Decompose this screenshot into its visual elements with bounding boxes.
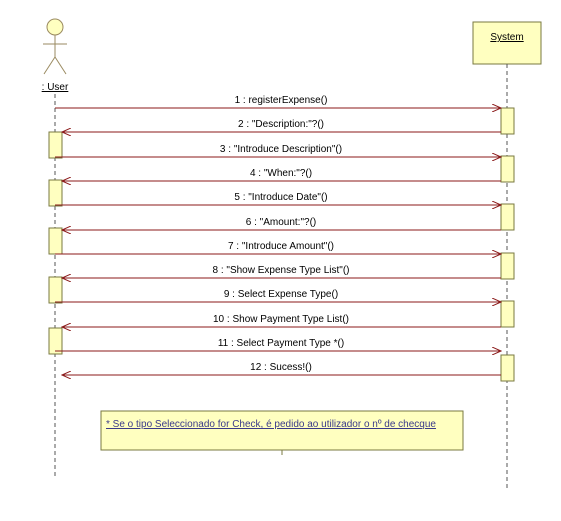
system-activations: [500, 107, 515, 382]
message-12-label: 12 : Sucess!(): [250, 362, 312, 373]
system-activation: [500, 107, 515, 135]
actor-head-icon: [46, 18, 64, 36]
system-activation: [500, 252, 515, 280]
note-text: * Se o tipo Seleccionado for Check, é pe…: [106, 419, 436, 430]
user-activation: [48, 179, 63, 207]
message-10-label: 10 : Show Payment Type List(): [213, 314, 349, 325]
message-2-label: 2 : "Description:"?(): [238, 119, 324, 130]
system-participant-label: System: [490, 32, 523, 43]
message-5-label: 5 : "Introduce Date"(): [234, 192, 327, 203]
actor-right-leg: [54, 56, 67, 75]
note-box: [100, 410, 464, 451]
note: * Se o tipo Seleccionado for Check, é pe…: [100, 410, 464, 455]
message-3-label: 3 : "Introduce Description"(): [220, 144, 342, 155]
message-11-label: 11 : Select Payment Type *(): [218, 338, 344, 349]
message-4-label: 4 : "When:"?(): [250, 168, 312, 179]
message-7-label: 7 : "Introduce Amount"(): [228, 241, 334, 252]
message-9-label: 9 : Select Expense Type(): [224, 289, 338, 300]
user-activation: [48, 227, 63, 255]
system-activation: [500, 155, 515, 183]
messages: 1 : registerExpense() 2 : "Description:"?…: [55, 95, 501, 375]
user-activation: [48, 276, 63, 304]
message-6-label: 6 : "Amount:"?(): [246, 217, 316, 228]
user-activation: [48, 131, 63, 159]
user-activation: [48, 327, 63, 355]
system-participant: System: [472, 21, 542, 65]
system-activation: [500, 203, 515, 231]
actor-left-leg: [43, 56, 56, 75]
user-actor: : User: [42, 18, 69, 93]
message-1-label: 1 : registerExpense(): [235, 95, 328, 106]
message-8-label: 8 : "Show Expense Type List"(): [213, 265, 350, 276]
user-participant-label: : User: [42, 82, 69, 93]
system-participant-box: [472, 21, 542, 65]
system-activation: [500, 354, 515, 382]
system-activation: [500, 300, 515, 328]
